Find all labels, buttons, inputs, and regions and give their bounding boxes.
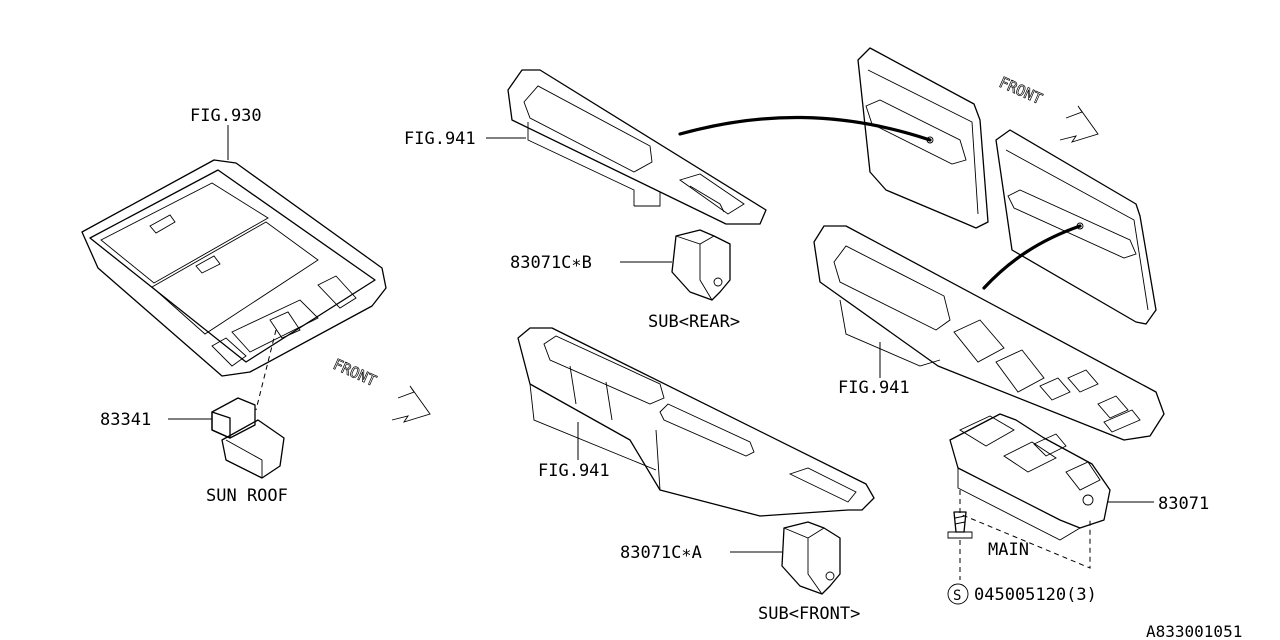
sub-rear-caption: SUB<REAR> <box>648 312 740 332</box>
front-door-trim-panel <box>813 225 1165 441</box>
p83071-label: 83071 <box>1158 494 1209 514</box>
sub-rear-switch <box>671 229 731 301</box>
p83071ca-label: 83071C∗A <box>620 543 702 563</box>
sun-roof-caption: SUN ROOF <box>206 486 288 506</box>
fig930-label: FIG.930 <box>190 106 262 126</box>
main-dash-box <box>959 490 1091 569</box>
svg-text:S: S <box>953 588 961 604</box>
main-caption: MAIN <box>988 540 1029 560</box>
sunroof-switch-dash <box>255 329 277 411</box>
fig941-bottom-label: FIG.941 <box>538 461 610 481</box>
svg-text:FRONT: FRONT <box>996 73 1045 108</box>
rear-door-panel <box>857 47 989 229</box>
p83071cb-label: 83071C∗B <box>510 253 592 273</box>
main-switch-assembly <box>949 413 1111 541</box>
front-door-wire <box>982 224 1082 290</box>
screw-symbol: S <box>947 583 969 605</box>
screw <box>947 511 973 539</box>
front-arrow-left: FRONT <box>330 355 431 423</box>
front-sub-trim-panel <box>517 327 875 517</box>
p83341-label: 83341 <box>100 410 151 430</box>
rear-door-wire <box>678 115 932 142</box>
sub-front-switch <box>781 521 841 595</box>
p045005120-label: 045005120(3) <box>974 585 1097 605</box>
overhead-console <box>81 159 387 377</box>
rear-door-trim-panel <box>507 69 767 225</box>
svg-text:FRONT: FRONT <box>330 355 379 390</box>
front-door-panel <box>995 129 1157 325</box>
sunroof-switch <box>211 397 285 479</box>
sub-front-caption: SUB<FRONT> <box>758 604 860 624</box>
fig941-top-label: FIG.941 <box>404 129 476 149</box>
fig941-right-label: FIG.941 <box>838 378 910 398</box>
catalog-code: A833001051 <box>1146 622 1242 640</box>
